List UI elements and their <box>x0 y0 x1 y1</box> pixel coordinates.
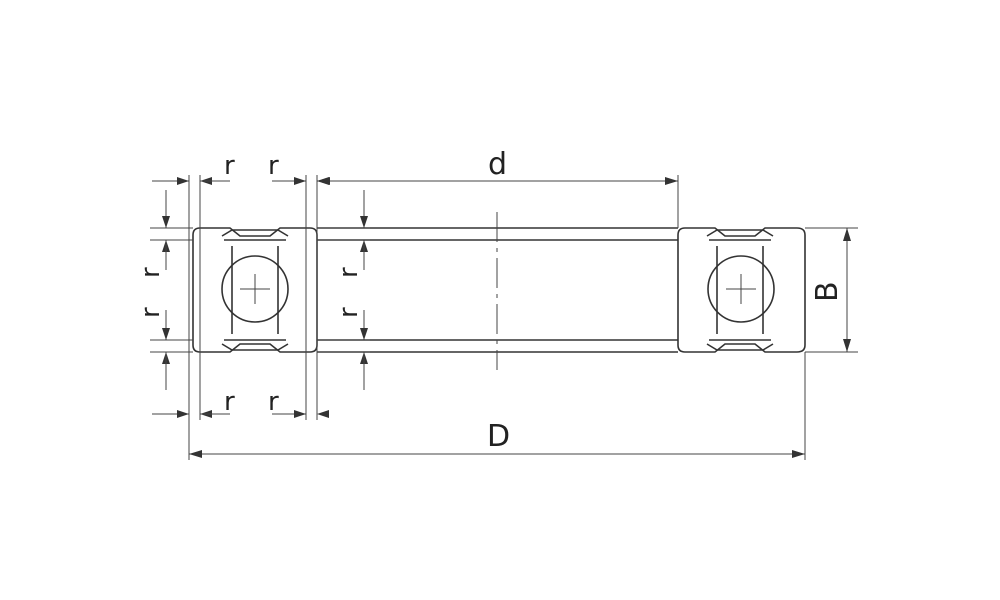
dimension-D <box>189 450 805 458</box>
right-ring-section <box>677 227 806 353</box>
extension-lines <box>150 175 858 460</box>
label-r-mid-lower: r <box>334 307 364 318</box>
label-r-mid-upper: r <box>334 267 364 278</box>
label-r-top-left: r <box>224 151 235 181</box>
r-dimension-arrows <box>152 177 368 418</box>
label-r-bottom-right: r <box>268 387 279 417</box>
label-d: d <box>488 147 507 182</box>
label-B: B <box>810 281 845 302</box>
right-ball <box>707 255 775 323</box>
left-ball <box>221 255 289 323</box>
dimension-B <box>843 228 851 352</box>
left-ring-section <box>192 227 318 353</box>
label-D: D <box>487 419 510 454</box>
label-r-top-right: r <box>268 151 279 181</box>
label-r-left-upper: r <box>136 267 166 278</box>
label-r-left-lower: r <box>136 307 166 318</box>
label-r-bottom-left: r <box>224 387 235 417</box>
